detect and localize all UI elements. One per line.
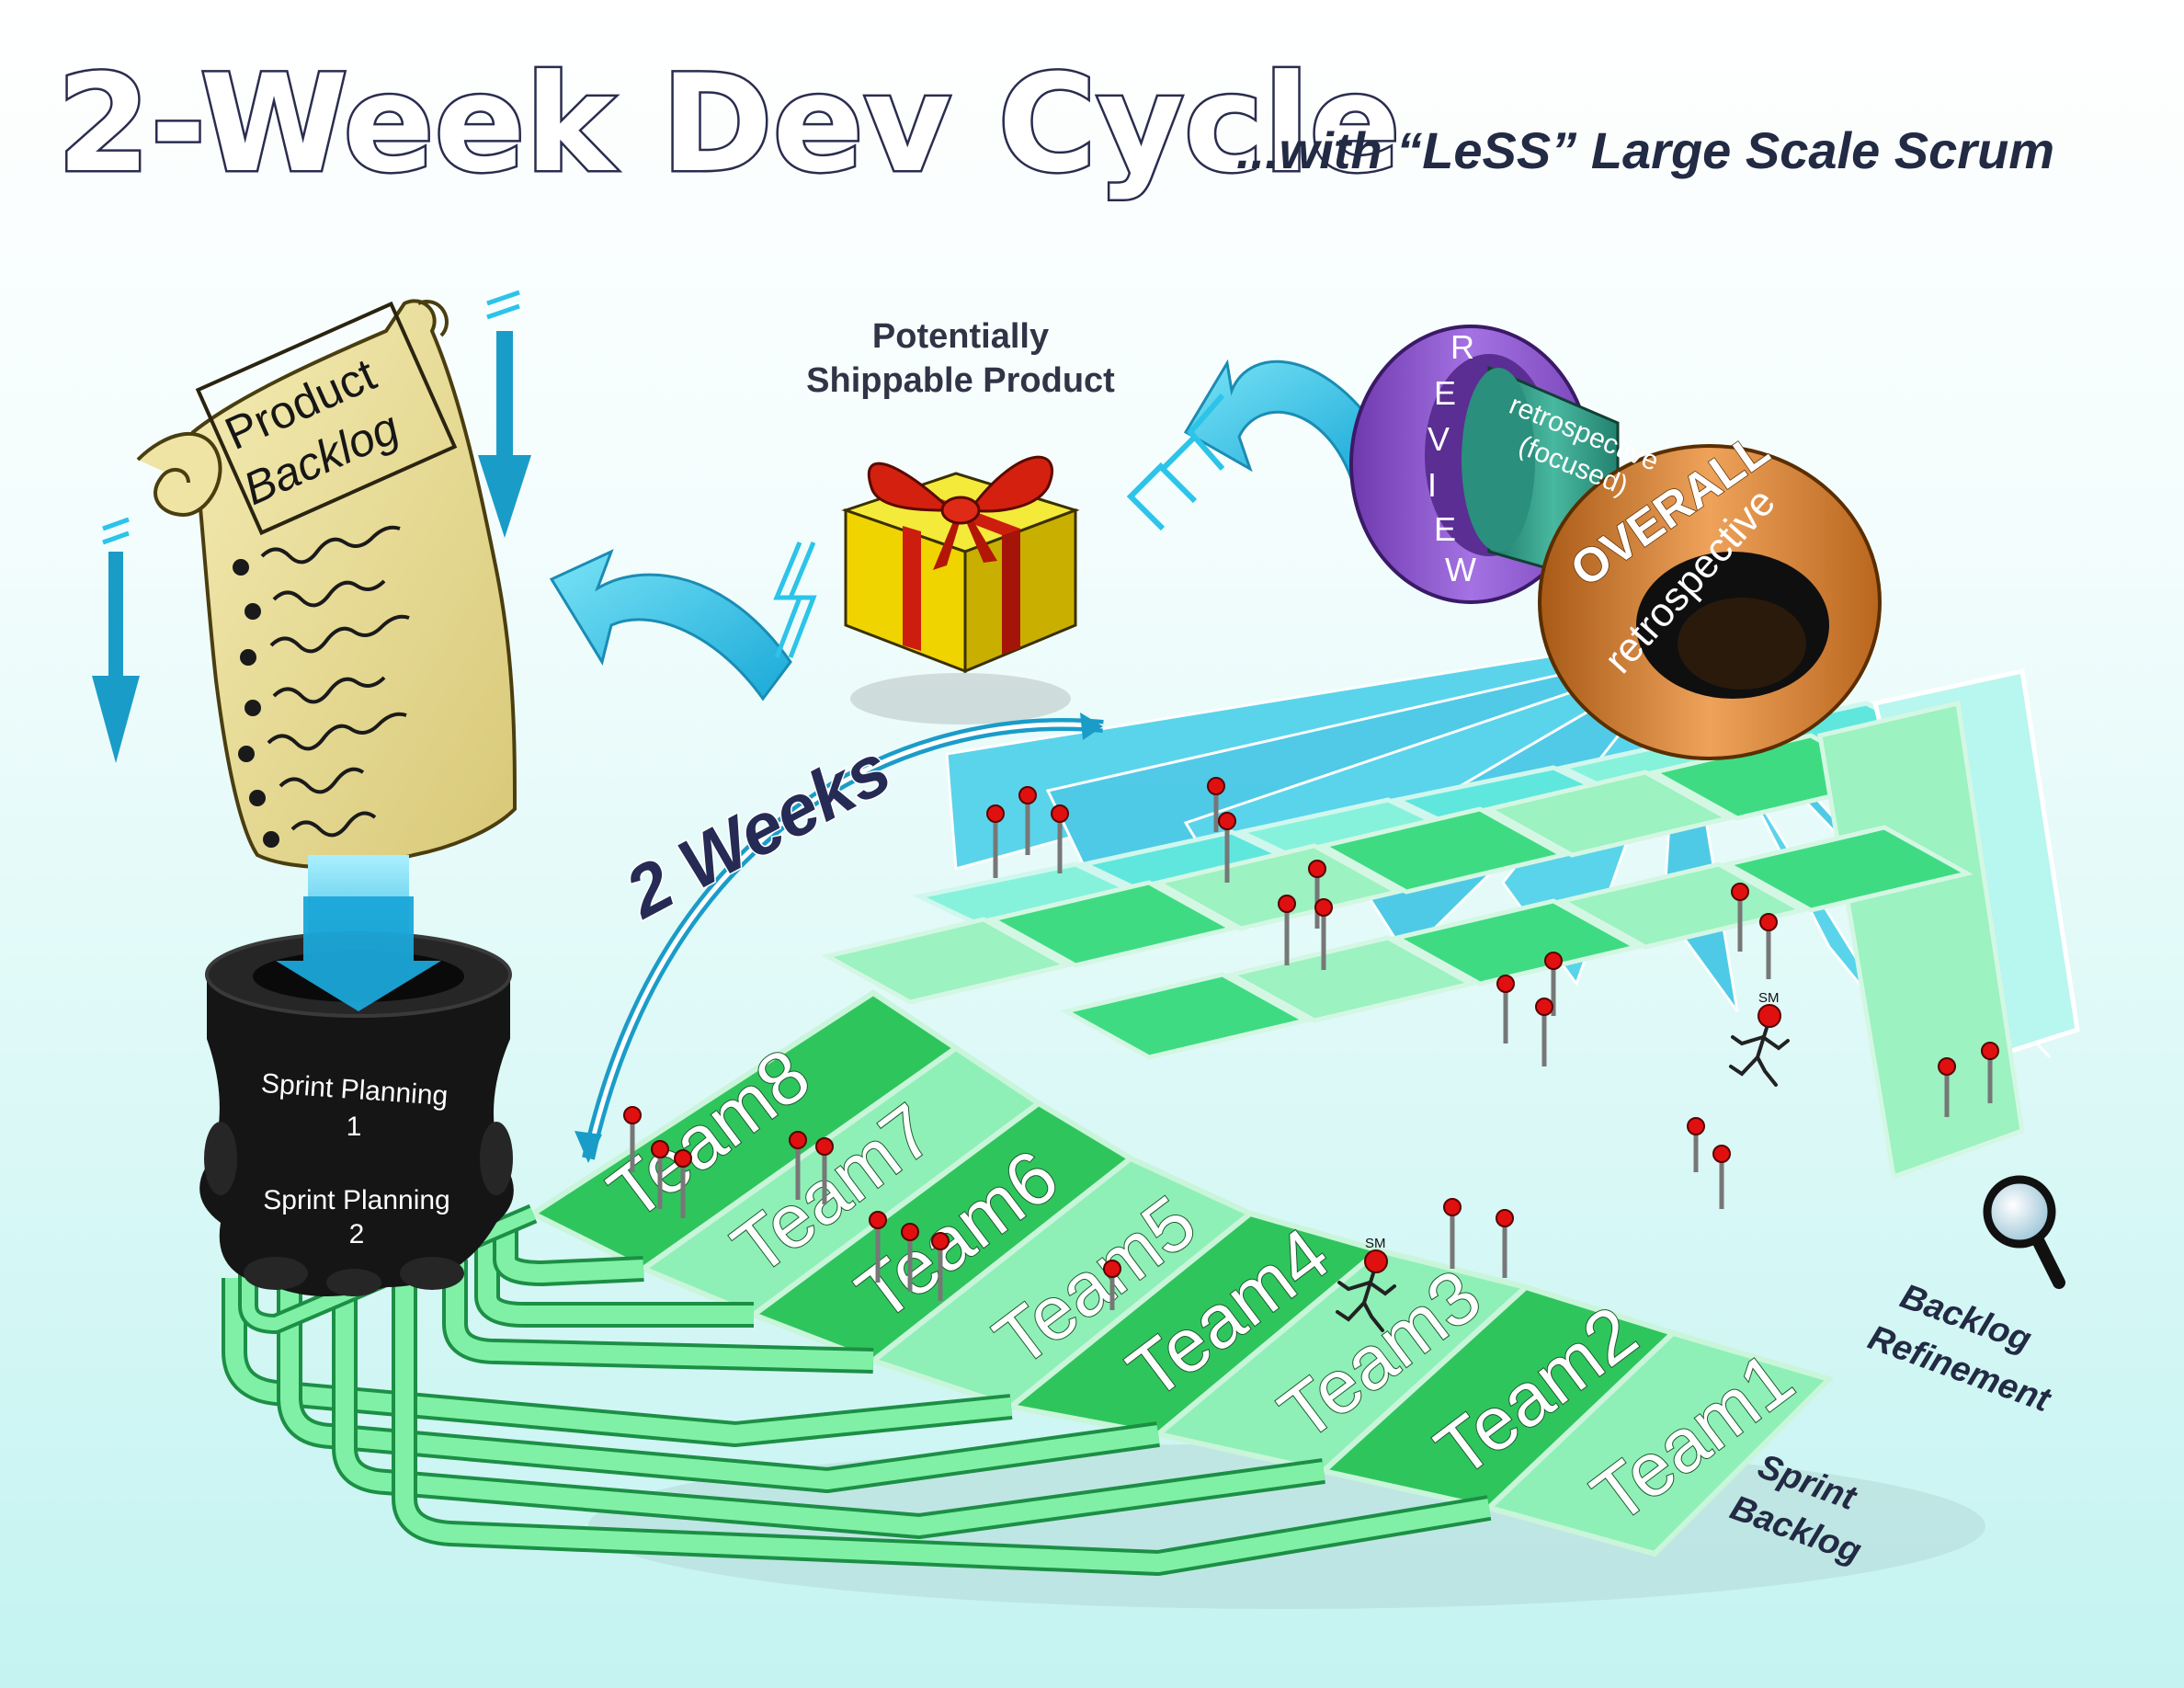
review-to-gift-arrow: [1126, 359, 1381, 531]
push-pin-icon: [1687, 1117, 1705, 1172]
push-pin-icon: [1314, 898, 1333, 970]
review-letter-e: E: [1434, 374, 1456, 412]
sprint-planning-2-num: 2: [349, 1219, 365, 1249]
sprint-planning-pipes: [222, 1203, 1492, 1576]
shippable-product-label-2: Shippable Product: [806, 361, 1115, 400]
product-backlog-scroll: Product Backlog: [136, 299, 518, 870]
review-letter-r: R: [1450, 328, 1474, 366]
push-pins: [623, 777, 1999, 1310]
push-pin-icon: [1712, 1145, 1731, 1209]
two-weeks-label: 2 Weeks: [611, 727, 903, 934]
push-pin-icon: [1443, 1198, 1462, 1269]
push-pin-icon: [1535, 998, 1553, 1066]
sprint-planning-cylinder: Sprint Planning 1 Sprint Planning 2: [199, 896, 514, 1296]
sprint-planning-2-label: Sprint Planning: [263, 1185, 449, 1215]
gift-icon: [841, 455, 1080, 724]
push-pin-icon: [789, 1131, 807, 1200]
push-pin-icon: [931, 1232, 950, 1301]
push-pin-icon: [651, 1140, 669, 1209]
backlog-inflow-arrows: [92, 290, 531, 763]
down-arrow-icon: [92, 517, 140, 763]
review-letter-w: W: [1445, 551, 1476, 588]
scrum-master-team2: SM: [1729, 990, 1790, 1087]
sprint-planning-1-num: 1: [347, 1112, 362, 1142]
push-pin-icon: [1981, 1042, 1999, 1103]
push-pin-icon: [623, 1106, 642, 1172]
svg-text:SM: SM: [1758, 990, 1780, 1006]
push-pin-icon: [1938, 1057, 1956, 1117]
review-letter-i: I: [1428, 466, 1437, 504]
team-lanes: [527, 989, 1835, 1557]
push-pin-icon: [869, 1211, 887, 1283]
push-pin-icon: [1496, 1209, 1514, 1278]
scrum-master-team4: SM: [1336, 1236, 1396, 1332]
review-letter-e2: E: [1434, 510, 1456, 548]
push-pin-icon: [1207, 777, 1225, 832]
push-pin-icon: [1278, 895, 1296, 965]
push-pin-icon: [1103, 1260, 1121, 1310]
review-retro-rings: R E V I E W retrospective (focused) OVER…: [1349, 325, 1882, 760]
gift-to-backlog-arrow: [549, 542, 817, 701]
push-pin-icon: [1731, 883, 1749, 952]
running-figure-icon: [1729, 1004, 1790, 1087]
push-pin-icon: [674, 1149, 692, 1218]
push-pin-icon: [901, 1223, 919, 1292]
svg-text:SM: SM: [1365, 1236, 1386, 1251]
push-pin-icon: [1218, 812, 1236, 883]
team1-lane: [1484, 1329, 1835, 1557]
running-figure-icon: [1336, 1249, 1396, 1332]
shippable-product-label-1: Potentially: [872, 317, 1049, 356]
title-subtitle: ...with “LeSS” Large Scale Scrum: [1236, 121, 2054, 179]
review-letter-v: V: [1428, 420, 1450, 458]
sprint-backlog-grid: [821, 700, 2025, 1180]
push-pin-icon: [1018, 786, 1037, 855]
push-pin-icon: [1759, 913, 1778, 979]
backlog-items: [233, 525, 410, 848]
title-main: 2-Week Dev Cycle: [57, 46, 1401, 202]
push-pin-icon: [1051, 804, 1069, 873]
push-pin-icon: [1496, 975, 1515, 1044]
push-pin-icon: [815, 1137, 834, 1204]
push-pin-icon: [1308, 860, 1326, 929]
push-pin-icon: [986, 804, 1005, 878]
magnifier-icon: [1983, 1175, 2065, 1289]
down-arrow-icon: [478, 290, 531, 538]
